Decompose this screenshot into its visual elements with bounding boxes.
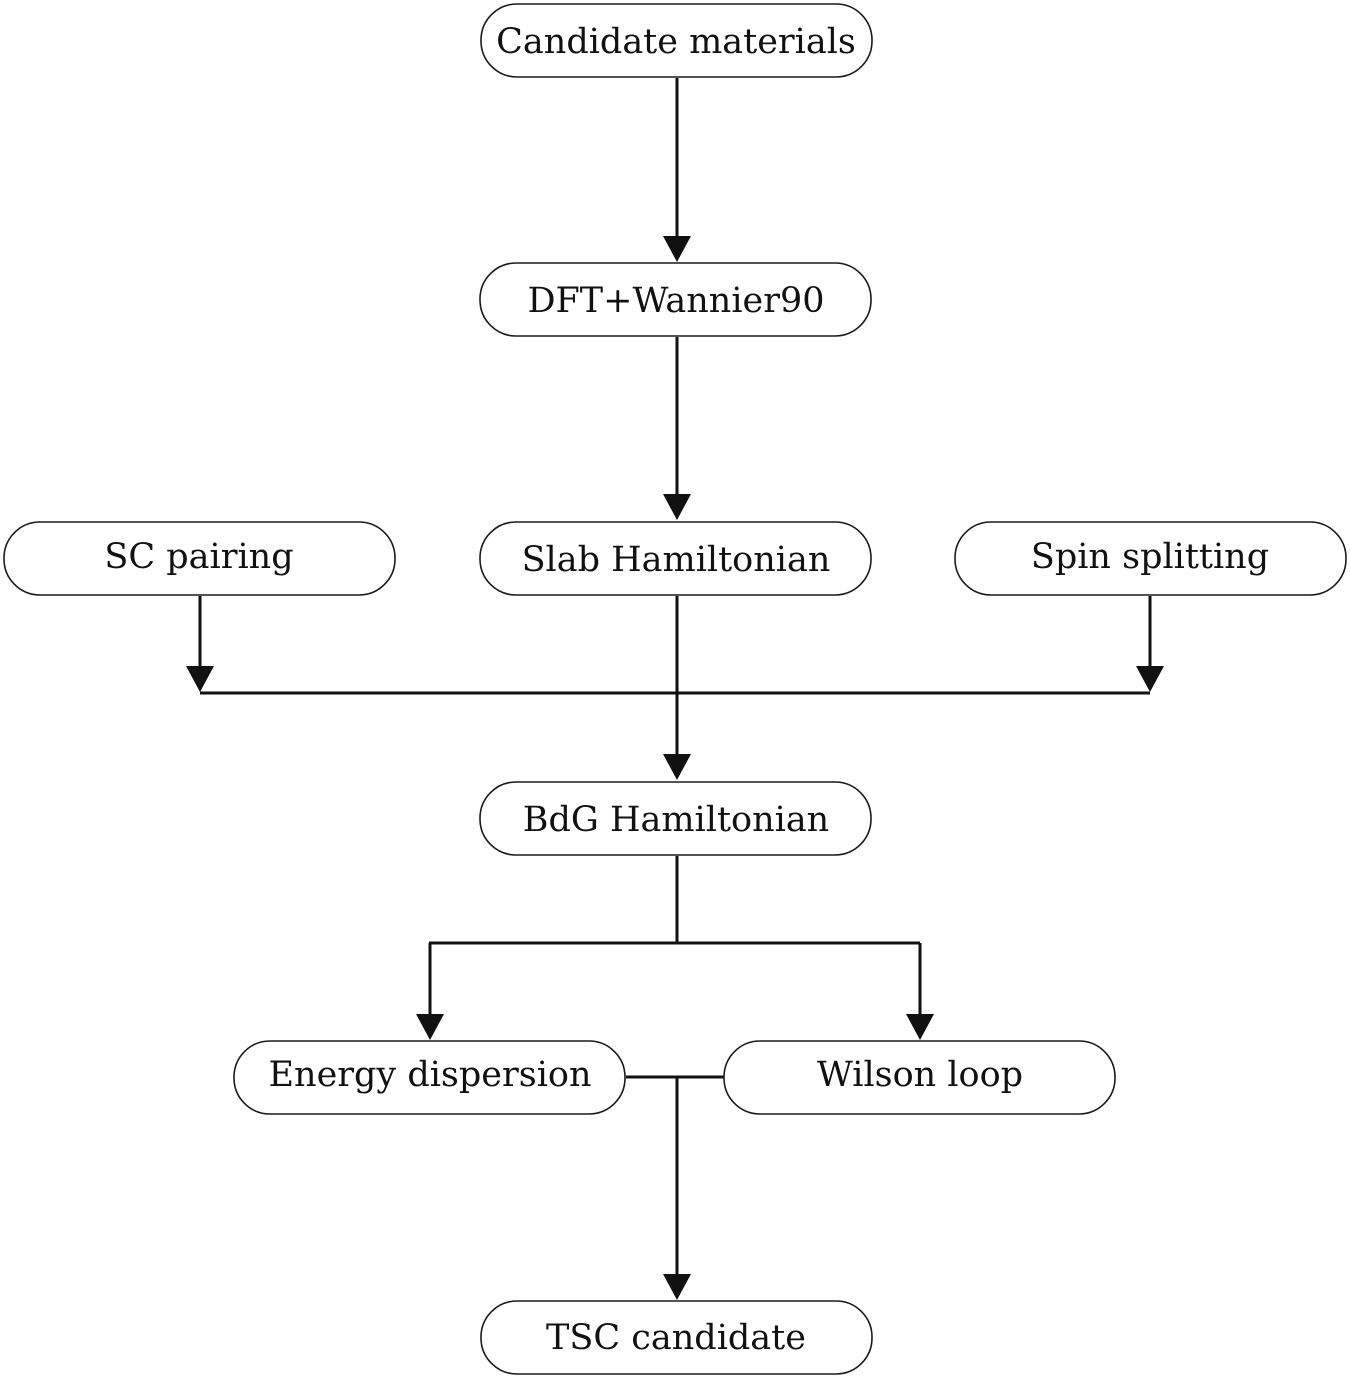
node-tsc-candidate-label: TSC candidate <box>546 1318 806 1358</box>
connectors <box>186 78 1164 1300</box>
node-candidate-materials-box <box>480 3 873 78</box>
arrowhead-wilson-loop <box>906 1014 934 1040</box>
node-bdg-hamiltonian-label: BdG Hamiltonian <box>523 800 829 840</box>
arrowhead-dft <box>663 236 691 262</box>
node-wilson-loop-label: Wilson loop <box>817 1055 1023 1095</box>
arrowhead-spin-splitting <box>1136 666 1164 692</box>
node-wilson-loop: Wilson loop <box>723 1040 1116 1115</box>
node-candidate-materials-label: Candidate materials <box>496 22 856 62</box>
node-energy-dispersion-label: Energy dispersion <box>268 1055 591 1095</box>
node-slab-hamiltonian: Slab Hamiltonian <box>479 521 872 596</box>
node-slab-hamiltonian-label: Slab Hamiltonian <box>522 540 831 580</box>
node-sc-pairing-box <box>3 521 396 596</box>
node-spin-splitting: Spin splitting <box>954 521 1347 596</box>
node-slab-hamiltonian-box <box>479 521 872 596</box>
arrowhead-bdg <box>663 754 691 780</box>
node-sc-pairing-label: SC pairing <box>104 537 293 577</box>
arrowhead-sc-pairing <box>186 666 214 692</box>
arrowhead-slab <box>663 494 691 520</box>
node-dft-wannier-box <box>479 262 872 337</box>
node-tsc-candidate-box <box>480 1300 873 1375</box>
node-wilson-loop-box <box>723 1040 1116 1115</box>
node-candidate-materials: Candidate materials <box>480 3 873 78</box>
node-dft-wannier: DFT+Wannier90 <box>479 262 872 337</box>
node-spin-splitting-box <box>954 521 1347 596</box>
node-dft-wannier-label: DFT+Wannier90 <box>527 281 824 321</box>
node-sc-pairing: SC pairing <box>3 521 396 596</box>
node-tsc-candidate: TSC candidate <box>480 1300 873 1375</box>
node-energy-dispersion-box <box>233 1040 626 1115</box>
node-bdg-hamiltonian-box <box>479 781 872 856</box>
arrowhead-energy-dispersion <box>416 1014 444 1040</box>
arrowhead-tsc <box>663 1274 691 1300</box>
node-energy-dispersion: Energy dispersion <box>233 1040 626 1115</box>
node-bdg-hamiltonian: BdG Hamiltonian <box>479 781 872 856</box>
node-spin-splitting-label: Spin splitting <box>1031 537 1269 577</box>
